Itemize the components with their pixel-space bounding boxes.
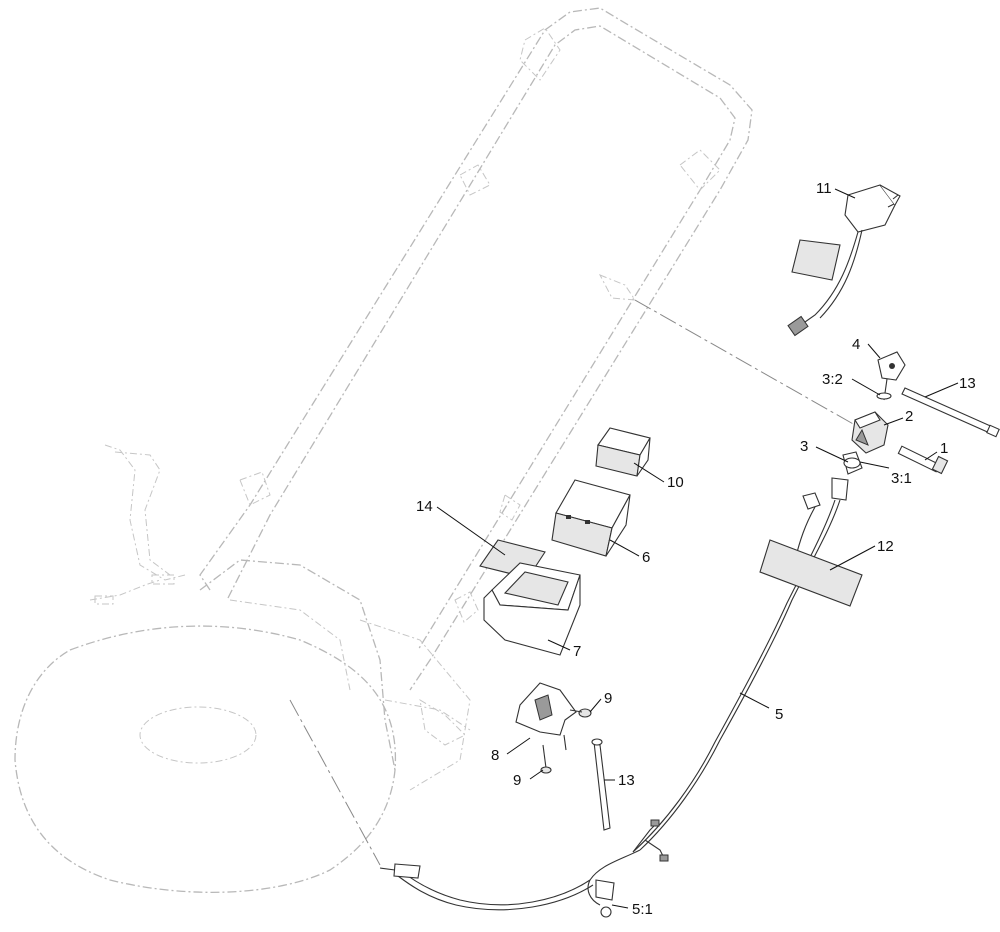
battery bbox=[551, 479, 631, 557]
mounting-bracket bbox=[515, 682, 577, 736]
cable-tie-right bbox=[901, 387, 1000, 438]
harness-connector bbox=[595, 879, 615, 918]
callout-3: 3 bbox=[800, 438, 808, 455]
wire-harness bbox=[379, 477, 849, 911]
callout-5-1: 5:1 bbox=[632, 901, 653, 918]
callout-11: 11 bbox=[816, 180, 832, 197]
charger-label-card bbox=[791, 239, 841, 281]
callout-13-lower: 13 bbox=[618, 772, 635, 789]
callout-3-1: 3:1 bbox=[891, 470, 912, 487]
callout-5: 5 bbox=[775, 706, 783, 723]
leader-lines bbox=[436, 188, 959, 909]
battery-charger bbox=[787, 184, 901, 337]
alignment-line-harness bbox=[289, 699, 381, 866]
switch-body bbox=[842, 451, 863, 475]
bracket-screw-lower bbox=[540, 734, 567, 774]
washer bbox=[876, 392, 892, 400]
screw bbox=[897, 445, 949, 475]
callout-13-right: 13 bbox=[959, 375, 976, 392]
callout-2: 2 bbox=[905, 408, 913, 425]
callout-6: 6 bbox=[642, 549, 650, 566]
alignment-line-switch bbox=[634, 299, 856, 426]
callout-8: 8 bbox=[491, 747, 499, 764]
cable-tie-lower bbox=[591, 738, 611, 831]
mower-handle-ghost bbox=[199, 7, 753, 691]
callout-9-upper: 9 bbox=[604, 690, 612, 707]
key-switch-housing bbox=[851, 411, 889, 454]
callout-12: 12 bbox=[877, 538, 894, 555]
callout-4: 4 bbox=[852, 336, 860, 353]
callout-3-2: 3:2 bbox=[822, 371, 843, 388]
warning-decal bbox=[759, 539, 863, 607]
mower-deck-ghost bbox=[14, 559, 471, 893]
callout-9-lower: 9 bbox=[513, 772, 521, 789]
callout-1: 1 bbox=[940, 440, 948, 457]
callout-10: 10 bbox=[667, 474, 684, 491]
left-harness-ghost bbox=[89, 444, 186, 605]
callout-14: 14 bbox=[416, 498, 433, 515]
callout-7: 7 bbox=[573, 643, 581, 660]
callout-labels: 11 4 3:2 13 2 1 3 3:1 12 5 10 6 14 7 8 9… bbox=[416, 180, 976, 918]
battery-pack-small bbox=[595, 427, 651, 477]
battery-tray bbox=[483, 562, 581, 656]
ignition-key bbox=[877, 351, 906, 401]
bracket-screw-upper bbox=[569, 708, 592, 718]
